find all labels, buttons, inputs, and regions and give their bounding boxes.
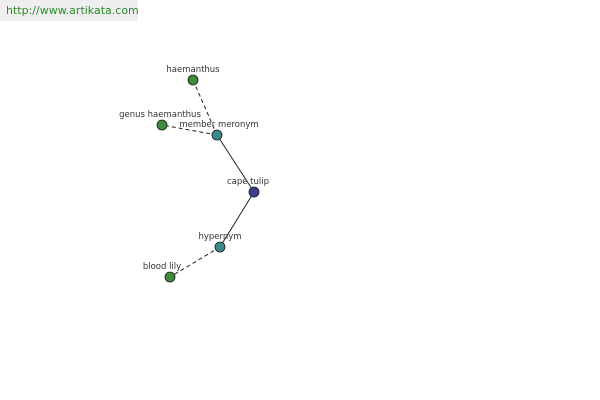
- node-label-hypernym: hypernym: [198, 232, 241, 242]
- node-hypernym[interactable]: [214, 241, 226, 253]
- edge-member-meronym-to-haemanthus: [192, 79, 218, 136]
- edge-cape-tulip-to-member-meronym: [216, 134, 255, 193]
- edges-layer: [161, 79, 255, 278]
- node-blood-lily[interactable]: [164, 271, 176, 283]
- node-haemanthus[interactable]: [187, 74, 199, 86]
- edge-cape-tulip-to-hypernym: [219, 191, 255, 248]
- nodes-layer: [156, 74, 260, 283]
- edge-hypernym-to-blood-lily: [169, 246, 221, 278]
- node-label-cape-tulip: cape tulip: [227, 177, 269, 187]
- node-member-meronym[interactable]: [211, 129, 223, 141]
- watermark: http://www.artikata.com: [0, 0, 139, 21]
- node-cape-tulip[interactable]: [248, 186, 260, 198]
- node-genus-haemanthus[interactable]: [156, 119, 168, 131]
- watermark-text: http://www.artikata.com: [6, 4, 139, 17]
- labels-layer: cape tulip member meronym hypernym haemanth…: [119, 65, 269, 272]
- node-label-haemanthus: haemanthus: [166, 65, 220, 75]
- node-label-genus-haemanthus: genus haemanthus: [119, 110, 201, 120]
- node-label-member-meronym: member meronym: [179, 120, 258, 130]
- edge-member-meronym-to-genus-haemanthus: [161, 124, 218, 136]
- node-label-blood-lily: blood lily: [143, 262, 181, 272]
